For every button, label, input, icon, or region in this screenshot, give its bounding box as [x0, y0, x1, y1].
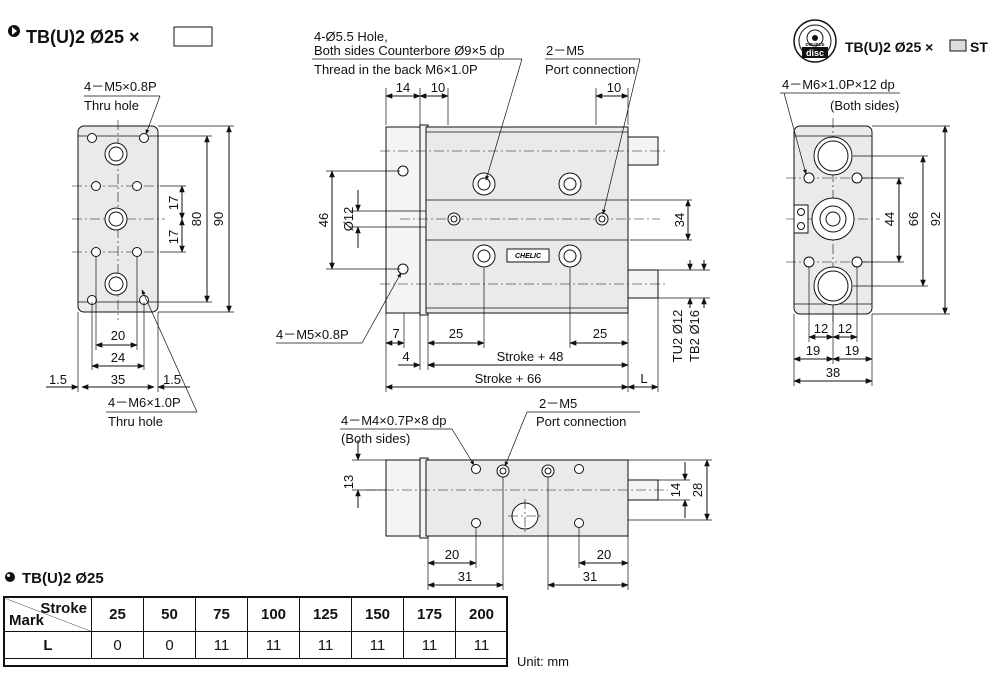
svg-text:10: 10	[607, 80, 621, 95]
table-corner: Stroke Mark	[4, 597, 92, 632]
svg-text:80: 80	[189, 212, 204, 226]
svg-text:34: 34	[672, 213, 687, 227]
svg-text:35: 35	[111, 372, 125, 387]
svg-text:17: 17	[166, 196, 181, 210]
svg-text:4-Ø5.5 Hole,: 4-Ø5.5 Hole,	[314, 29, 388, 44]
svg-text:Port connection: Port connection	[545, 62, 635, 77]
svg-text:12: 12	[838, 321, 852, 336]
svg-text:Thru hole: Thru hole	[108, 414, 163, 429]
svg-text:14: 14	[668, 483, 683, 497]
table-title: TB(U)2 Ø25	[22, 570, 104, 587]
table-row: L 0 0 11 11 11 11 11 11	[4, 631, 508, 659]
stroke-cell: 125	[299, 597, 352, 632]
svg-text:19: 19	[806, 343, 820, 358]
svg-text:25: 25	[449, 326, 463, 341]
svg-text:(Both sides): (Both sides)	[830, 98, 899, 113]
svg-text:4－M4×0.7P×8 dp: 4－M4×0.7P×8 dp	[341, 413, 447, 428]
header-st: DOUBLE disc TB(U)2 Ø25 × ST	[793, 19, 988, 63]
center-holes	[397, 165, 609, 275]
svg-text:CHELIC: CHELIC	[515, 253, 542, 260]
svg-text:20: 20	[597, 547, 611, 562]
svg-text:46: 46	[316, 213, 331, 227]
value-cell: 11	[455, 631, 508, 659]
svg-text:TB2 Ø16: TB2 Ø16	[687, 310, 702, 362]
svg-text:24: 24	[111, 350, 125, 365]
value-cell: 11	[351, 631, 404, 659]
svg-text:92: 92	[928, 212, 943, 226]
bottom-holes	[471, 464, 584, 533]
svg-text:20: 20	[445, 547, 459, 562]
st-title: TB(U)2 Ø25 ×	[845, 39, 933, 55]
bottom-view: 13 14 28 20 20 31 31 4－M4×0.7P×8 dp (Bot…	[340, 396, 712, 590]
svg-text:7: 7	[392, 326, 399, 341]
svg-text:L: L	[640, 371, 647, 386]
stroke-table: Stroke Mark 25 50 75 100 125 150 175 200…	[4, 597, 508, 659]
svg-text:20: 20	[111, 328, 125, 343]
svg-text:Stroke + 48: Stroke + 48	[497, 349, 564, 364]
svg-text:DOUBLE: DOUBLE	[806, 42, 825, 47]
svg-text:12: 12	[814, 321, 828, 336]
svg-text:13: 13	[341, 475, 356, 489]
value-cell: 0	[91, 631, 144, 659]
table-bullet-icon	[5, 572, 15, 582]
svg-text:4－M6×1.0P: 4－M6×1.0P	[108, 395, 181, 410]
svg-text:4: 4	[402, 349, 409, 364]
svg-text:2－M5: 2－M5	[546, 43, 584, 58]
row-label: L	[4, 631, 92, 659]
svg-text:Port connection: Port connection	[536, 414, 626, 429]
unit-label: Unit: mm	[517, 654, 569, 669]
st-suffix: ST	[970, 39, 988, 55]
svg-text:TU2 Ø12: TU2 Ø12	[670, 310, 685, 363]
left-holes	[87, 133, 149, 305]
svg-text:44: 44	[882, 212, 897, 226]
svg-text:17: 17	[166, 230, 181, 244]
value-cell: 0	[143, 631, 196, 659]
right-view: 44 66 92 12 12 19 19 38 4－M6×1.0P×12 dp …	[780, 77, 950, 386]
svg-text:4－M6×1.0P×12 dp: 4－M6×1.0P×12 dp	[782, 77, 895, 92]
stroke-cell: 50	[143, 597, 196, 632]
svg-text:10: 10	[431, 80, 445, 95]
svg-text:2－M5: 2－M5	[539, 396, 577, 411]
stroke-box	[173, 26, 213, 47]
chelic-logo	[506, 248, 550, 263]
stroke-cell: 75	[195, 597, 248, 632]
svg-text:Ø12: Ø12	[341, 207, 356, 232]
svg-text:66: 66	[906, 212, 921, 226]
svg-text:14: 14	[396, 80, 410, 95]
svg-text:31: 31	[583, 569, 597, 584]
svg-text:Thru hole: Thru hole	[84, 98, 139, 113]
svg-text:31: 31	[458, 569, 472, 584]
svg-text:1.5: 1.5	[163, 372, 181, 387]
svg-text:Stroke + 66: Stroke + 66	[475, 371, 542, 386]
value-cell: 11	[299, 631, 352, 659]
svg-text:Thread in the back M6×1.0P: Thread in the back M6×1.0P	[314, 62, 478, 77]
svg-text:Both sides Counterbore Ø9×5 dp: Both sides Counterbore Ø9×5 dp	[314, 43, 504, 58]
stroke-cell: 175	[403, 597, 456, 632]
stroke-cell: 200	[455, 597, 508, 632]
right-holes	[793, 136, 863, 306]
svg-text:4－M5×0.8P: 4－M5×0.8P	[84, 79, 157, 94]
left-view: 17 17 80 90 20 24 35 1.5 1.5 4－M5×0.8P T…	[46, 79, 234, 429]
svg-text:(Both sides): (Both sides)	[341, 431, 410, 446]
table-header-row: Stroke Mark 25 50 75 100 125 150 175 200	[4, 597, 508, 632]
stroke-cell: 25	[91, 597, 144, 632]
stroke-cell: 100	[247, 597, 300, 632]
svg-text:90: 90	[211, 212, 226, 226]
stroke-cell: 150	[351, 597, 404, 632]
svg-text:28: 28	[690, 483, 705, 497]
svg-text:38: 38	[826, 365, 840, 380]
svg-text:4－M5×0.8P: 4－M5×0.8P	[276, 327, 349, 342]
value-cell: 11	[195, 631, 248, 659]
center-view: CHELIC 14 10 10 46 Ø12 34 TU2 Ø12	[276, 29, 710, 392]
svg-text:1.5: 1.5	[49, 372, 67, 387]
header-main: TB(U)2 Ø25 ×	[8, 25, 213, 47]
main-title: TB(U)2 Ø25 ×	[26, 27, 140, 47]
value-cell: 11	[403, 631, 456, 659]
svg-text:25: 25	[593, 326, 607, 341]
svg-text:19: 19	[845, 343, 859, 358]
svg-text:disc: disc	[806, 48, 824, 58]
double-disc-icon: DOUBLE disc	[793, 19, 837, 63]
value-cell: 11	[247, 631, 300, 659]
